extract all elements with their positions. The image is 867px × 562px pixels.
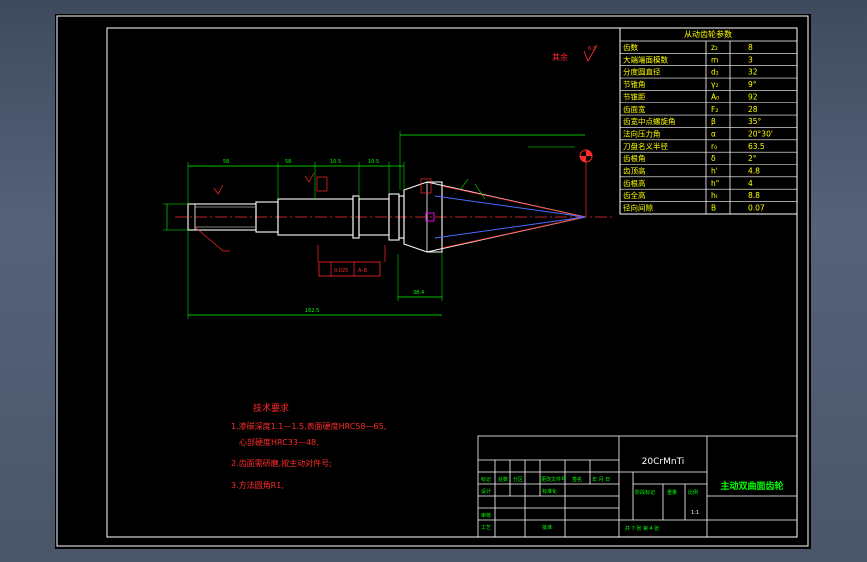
- dim-cone-length: 38.4: [413, 290, 424, 296]
- label-standardize: 标准化: [542, 488, 557, 495]
- label-zone: 分区: [513, 476, 523, 483]
- param-symbol: z₂: [711, 43, 718, 52]
- label-design: 设计: [481, 488, 491, 495]
- param-symbol: h": [711, 179, 719, 188]
- label-approve: 批准: [542, 524, 552, 531]
- param-name: 齿根角: [623, 153, 646, 163]
- label-process: 工艺: [481, 525, 491, 531]
- param-value: 2°: [748, 154, 757, 163]
- tech-req-item: 心部硬度HRC33—48,: [239, 437, 319, 447]
- param-value: 35°: [748, 117, 762, 126]
- tech-req-title: 技术要求: [253, 402, 289, 414]
- label-stage-mark: 阶段标记: [635, 489, 655, 496]
- param-value: 4.8: [748, 167, 760, 176]
- params-table: 从动齿轮参数 齿数 z₂ 8 大端端面模数 m 3 分度圆直径 d₂ 32 节锥角 γ₂ 9° 节锥距 A…: [619, 27, 798, 215]
- tolerance-value: 0.025: [334, 268, 348, 274]
- material-text: 20CrMnTi: [642, 457, 685, 467]
- param-name: 齿根高: [623, 178, 646, 188]
- drawing-title-text: 主动双曲面齿轮: [720, 480, 783, 492]
- dim-length-1: 58: [223, 159, 229, 165]
- dim-length-2: 58: [285, 159, 291, 165]
- param-value: 0.07: [748, 204, 765, 213]
- param-symbol: m: [711, 55, 718, 64]
- dimensions: 58 58 10.5 10.5 38.4 162.5: [163, 131, 585, 319]
- label-check: 审核: [481, 512, 491, 519]
- tech-requirements: 技术要求 1.渗碳深度1.1—1.5,表面硬度HRC58—65, 心部硬度HRC…: [231, 402, 386, 490]
- pitch-cone-line: [434, 195, 586, 218]
- param-value: 8: [748, 43, 753, 52]
- param-name: 齿宽中点螺旋角: [623, 116, 676, 126]
- param-value: 9°: [748, 80, 757, 89]
- param-symbol: F₂: [711, 105, 718, 114]
- param-name: 齿全高: [623, 190, 646, 200]
- dim-total-length: 162.5: [305, 308, 319, 314]
- tolerance-frame: 0.025 A–B: [317, 245, 386, 277]
- surface-note: 其余 6.3: [552, 44, 598, 63]
- drawing-viewport[interactable]: 从动齿轮参数 齿数 z₂ 8 大端端面模数 m 3 分度圆直径 d₂ 32 节锥角 γ₂ 9° 节锥距 A…: [55, 14, 811, 549]
- param-name: 齿顶高: [623, 166, 646, 176]
- shaft-drawing: [175, 149, 615, 253]
- surface-roughness-value: 6.3: [588, 46, 596, 52]
- label-count: 处数: [498, 476, 508, 483]
- apex-marker: [425, 212, 435, 222]
- param-name: 齿面宽: [623, 104, 646, 114]
- param-value: 3: [748, 55, 753, 64]
- param-name: 大端端面模数: [623, 54, 668, 64]
- param-value: 20°30': [748, 129, 773, 138]
- param-value: 4: [748, 179, 753, 188]
- dim-length-3: 10.5: [330, 159, 341, 165]
- label-weight: 重量: [667, 489, 677, 496]
- tech-req-item: 2.齿面需研磨,按主动对件号;: [231, 458, 332, 468]
- tech-req-item: 1.渗碳深度1.1—1.5,表面硬度HRC58—65,: [231, 421, 386, 431]
- roughness-symbol-icon: [583, 44, 598, 63]
- outer-frame: [56, 15, 809, 547]
- label-date: 年 月 日: [592, 476, 610, 483]
- title-block-text: 20CrMnTi 主动双曲面齿轮 标记 处数 分区 更改文件号 签名 年 月 日…: [481, 457, 784, 532]
- param-name: 节锥距: [623, 91, 646, 101]
- param-name: 分度圆直径: [623, 67, 661, 77]
- param-name: 法向压力角: [623, 128, 661, 138]
- param-symbol: γ₂: [711, 80, 718, 89]
- param-name: 节锥角: [623, 79, 646, 89]
- param-symbol: h': [711, 167, 718, 176]
- red-annotations: [194, 172, 432, 252]
- label-scale: 比例: [688, 489, 698, 496]
- scale-value: 1:1: [691, 510, 699, 516]
- surface-note-text: 其余: [552, 52, 568, 62]
- inner-frame: [106, 27, 798, 538]
- label-mark: 标记: [481, 476, 491, 483]
- title-block: [477, 435, 798, 538]
- param-symbol: d₂: [711, 68, 719, 77]
- param-symbol: A₀: [711, 92, 719, 101]
- param-name: 径向间隙: [623, 203, 653, 213]
- param-symbol: B: [711, 204, 716, 213]
- param-symbol: α: [711, 129, 716, 138]
- param-symbol: hₜ: [711, 191, 718, 200]
- label-signature: 签名: [572, 476, 582, 483]
- param-value: 28: [748, 105, 758, 114]
- tech-req-item: 3.方法圆角R1,: [231, 480, 284, 490]
- dim-length-4: 10.5: [368, 159, 379, 165]
- param-value: 8.8: [748, 191, 760, 200]
- sheets-text: 共 7 张 第 4 张: [625, 525, 659, 532]
- params-table-title: 从动齿轮参数: [684, 29, 732, 39]
- param-symbol: δ: [711, 154, 716, 163]
- param-symbol: r₀: [711, 142, 717, 151]
- param-name: 齿数: [623, 42, 638, 52]
- param-name: 刀盘名义半径: [623, 141, 668, 151]
- tolerance-datum: A–B: [358, 268, 368, 274]
- param-value: 92: [748, 92, 758, 101]
- param-value: 63.5: [748, 142, 765, 151]
- param-symbol: β: [711, 117, 716, 126]
- param-value: 32: [748, 68, 758, 77]
- cad-drawing: 从动齿轮参数 齿数 z₂ 8 大端端面模数 m 3 分度圆直径 d₂ 32 节锥角 γ₂ 9° 节锥距 A…: [56, 15, 809, 547]
- label-change-doc: 更改文件号: [541, 476, 566, 483]
